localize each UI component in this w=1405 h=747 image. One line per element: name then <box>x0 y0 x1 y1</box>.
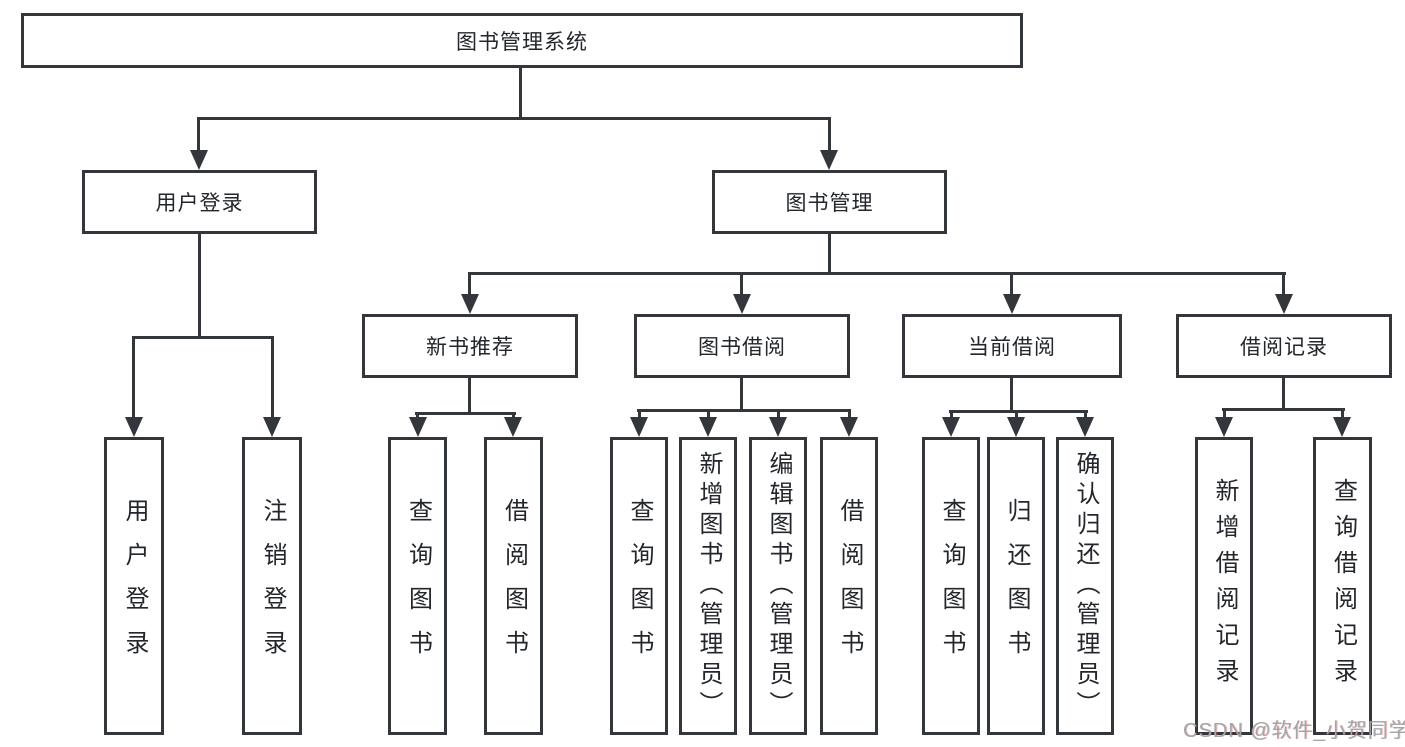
connector-vline <box>1010 272 1013 296</box>
connector-hline <box>197 117 831 120</box>
connector-vline <box>468 378 471 412</box>
connector-vline <box>271 336 274 421</box>
connector-vline <box>740 272 743 296</box>
connector-vline <box>1084 410 1087 419</box>
connector-vline <box>777 409 780 419</box>
leaf-return-book: 归还图书 <box>987 437 1045 735</box>
leaf-logout: 注销登录 <box>242 437 302 735</box>
leaf-query-books-recommend: 查询图书 <box>388 437 447 735</box>
connector-hline <box>132 336 274 339</box>
leaf-label: 借阅图书 <box>500 498 528 674</box>
leaf-query-books-current: 查询图书 <box>922 437 980 735</box>
node-label: 新书推荐 <box>426 336 514 359</box>
arrowhead-down <box>504 417 522 437</box>
arrowhead-down <box>461 294 479 314</box>
leaf-label: 借阅图书 <box>836 498 863 674</box>
arrowhead-down <box>733 294 751 314</box>
leaf-label: 新增借阅记录 <box>1211 478 1238 694</box>
connector-vline <box>848 409 851 419</box>
node-library-management-system: 图书管理系统 <box>21 13 1023 68</box>
leaf-label: 查询图书 <box>626 498 653 674</box>
connector-hline <box>1222 408 1345 411</box>
node-book-borrow: 图书借阅 <box>634 314 850 378</box>
leaf-borrow-books-recommend: 借阅图书 <box>484 437 543 735</box>
node-borrow-records: 借阅记录 <box>1176 314 1392 378</box>
connector-vline <box>198 234 201 336</box>
arrowhead-down <box>1003 294 1021 314</box>
leaf-label: 确认归还（管理员） <box>1072 451 1099 721</box>
connector-hline <box>415 412 516 415</box>
arrowhead-down <box>190 150 208 170</box>
arrowhead-down <box>1076 417 1094 437</box>
leaf-label: 查询借阅记录 <box>1329 478 1357 694</box>
connector-vline <box>468 272 471 296</box>
leaf-label: 归还图书 <box>1003 498 1030 674</box>
node-label: 图书管理 <box>785 192 874 215</box>
arrowhead-down <box>1333 417 1351 437</box>
node-current-borrow: 当前借阅 <box>902 314 1122 378</box>
leaf-label: 新增图书（管理员） <box>695 451 722 721</box>
node-new-book-recommend: 新书推荐 <box>362 314 578 378</box>
connector-vline <box>828 117 831 152</box>
leaf-label: 查询图书 <box>404 498 432 674</box>
connector-vline <box>740 378 743 410</box>
arrowhead-down <box>942 417 960 437</box>
watermark: CSDN @软件_小贺同学 <box>1183 720 1405 742</box>
connector-vline <box>519 68 522 117</box>
connector-hline <box>949 410 1088 413</box>
arrowhead-down <box>409 417 427 437</box>
connector-vline <box>512 412 515 419</box>
leaf-add-borrow-record: 新增借阅记录 <box>1195 437 1253 735</box>
connector-vline <box>1223 408 1226 419</box>
leaf-add-book-admin: 新增图书（管理员） <box>679 437 737 735</box>
connector-vline <box>950 410 953 419</box>
node-book-management: 图书管理 <box>712 170 947 234</box>
leaf-query-borrow-record: 查询借阅记录 <box>1313 437 1372 735</box>
leaf-edit-book-admin: 编辑图书（管理员） <box>749 437 807 735</box>
connector-vline <box>416 412 419 419</box>
leaf-label: 用户登录 <box>121 498 148 674</box>
arrowhead-down <box>125 417 143 437</box>
leaf-user-login: 用户登录 <box>104 437 164 735</box>
connector-vline <box>707 409 710 419</box>
connector-vline <box>1015 410 1018 419</box>
node-label: 用户登录 <box>155 192 244 215</box>
arrowhead-down <box>1215 417 1233 437</box>
arrowhead-down <box>840 417 858 437</box>
connector-vline <box>1282 272 1285 296</box>
arrowhead-down <box>699 417 717 437</box>
leaf-confirm-return-admin: 确认归还（管理员） <box>1056 437 1114 735</box>
connector-vline <box>638 409 641 419</box>
connector-vline <box>132 336 135 421</box>
leaf-label: 编辑图书（管理员） <box>765 451 792 721</box>
leaf-label: 查询图书 <box>938 498 965 674</box>
arrowhead-down <box>630 417 648 437</box>
connector-vline <box>1282 378 1285 409</box>
node-user-login: 用户登录 <box>82 170 317 234</box>
arrowhead-down <box>769 417 787 437</box>
node-label: 图书管理系统 <box>456 30 588 54</box>
arrowhead-down <box>263 417 281 437</box>
leaf-label: 注销登录 <box>259 498 286 674</box>
connector-vline <box>1341 408 1344 419</box>
connector-hline <box>637 409 851 412</box>
connector-vline <box>1010 378 1013 411</box>
node-label: 借阅记录 <box>1240 336 1328 359</box>
connector-hline <box>468 272 1286 275</box>
connector-vline <box>197 117 200 153</box>
leaf-query-books-borrow: 查询图书 <box>610 437 668 735</box>
node-label: 图书借阅 <box>698 336 786 359</box>
leaf-borrow-books: 借阅图书 <box>820 437 878 735</box>
arrowhead-down <box>1275 294 1293 314</box>
node-label: 当前借阅 <box>968 336 1056 359</box>
connector-vline <box>828 234 831 274</box>
arrowhead-down <box>1007 417 1025 437</box>
arrowhead-down <box>820 150 838 170</box>
